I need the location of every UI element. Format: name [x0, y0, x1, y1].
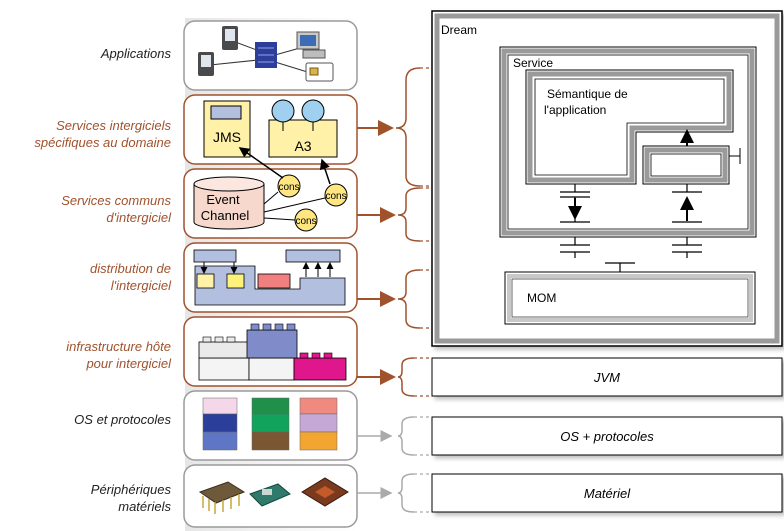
host-infrastructure-box — [183, 316, 358, 387]
event-label: Event — [206, 192, 240, 207]
lego-bricks-icon — [198, 323, 347, 381]
label-peripheriques: Périphériques matériels — [90, 482, 171, 514]
os-stack-1 — [202, 397, 238, 451]
jvm-box: JVM — [431, 357, 783, 397]
cons-to-a3-arrow — [319, 158, 331, 185]
computer-icon — [296, 31, 326, 59]
label-services-specifiques: Services intergiciels spécifiques au dom… — [34, 118, 171, 150]
server-icon — [255, 42, 277, 68]
a3-label: A3 — [294, 138, 311, 154]
distribution-box — [183, 242, 358, 313]
channel-label: Channel — [201, 208, 250, 223]
semantique-line2: l'application — [544, 103, 606, 117]
os-stack-2 — [251, 397, 290, 451]
chip-icon — [198, 481, 246, 514]
label-distribution: distribution de l'intergiciel — [90, 261, 171, 293]
materiel-box: Matériel — [431, 473, 783, 513]
small-component — [642, 145, 741, 185]
dream-label: Dream — [441, 23, 477, 37]
cons-to-jms-arrow — [238, 147, 284, 179]
mom-label: MOM — [527, 291, 556, 305]
os-protocols-box — [183, 390, 358, 461]
os-protocoles-box: OS + protocoles — [431, 416, 783, 456]
interface-bindings — [560, 184, 702, 272]
label-infrastructure: infrastructure hôte pour intergiciel — [66, 339, 171, 371]
os-protocoles-label: OS + protocoles — [560, 429, 654, 444]
materiel-label: Matériel — [584, 486, 631, 501]
event-channel-cylinder — [193, 176, 265, 230]
cons-label-2: cons — [325, 191, 346, 202]
jvm-label: JVM — [593, 370, 620, 385]
smartcard-icon — [305, 62, 334, 82]
cons-label-1: cons — [278, 182, 299, 193]
semantique-component: Sémantique de l'application — [525, 69, 734, 185]
processor-icon — [301, 477, 349, 507]
semantique-line1: Sémantique de — [547, 87, 628, 101]
pda-icon — [198, 26, 238, 76]
label-services-communs: Services communs d'intergiciel — [61, 193, 171, 225]
service-label: Service — [513, 56, 553, 70]
domain-services-box: JMS A3 — [183, 94, 358, 165]
jms-label: JMS — [213, 129, 241, 145]
circuit-board-icon — [249, 483, 291, 507]
common-services-box: Event Channel cons cons cons — [183, 168, 358, 239]
cons-label-3: cons — [295, 216, 316, 227]
applications-box — [183, 20, 358, 91]
braces — [395, 67, 421, 513]
label-applications: Applications — [100, 46, 171, 61]
mom-box: MOM — [504, 271, 756, 325]
hardware-box — [183, 464, 358, 528]
os-stack-3 — [299, 397, 338, 451]
label-os-protocoles: OS et protocoles — [74, 412, 171, 427]
